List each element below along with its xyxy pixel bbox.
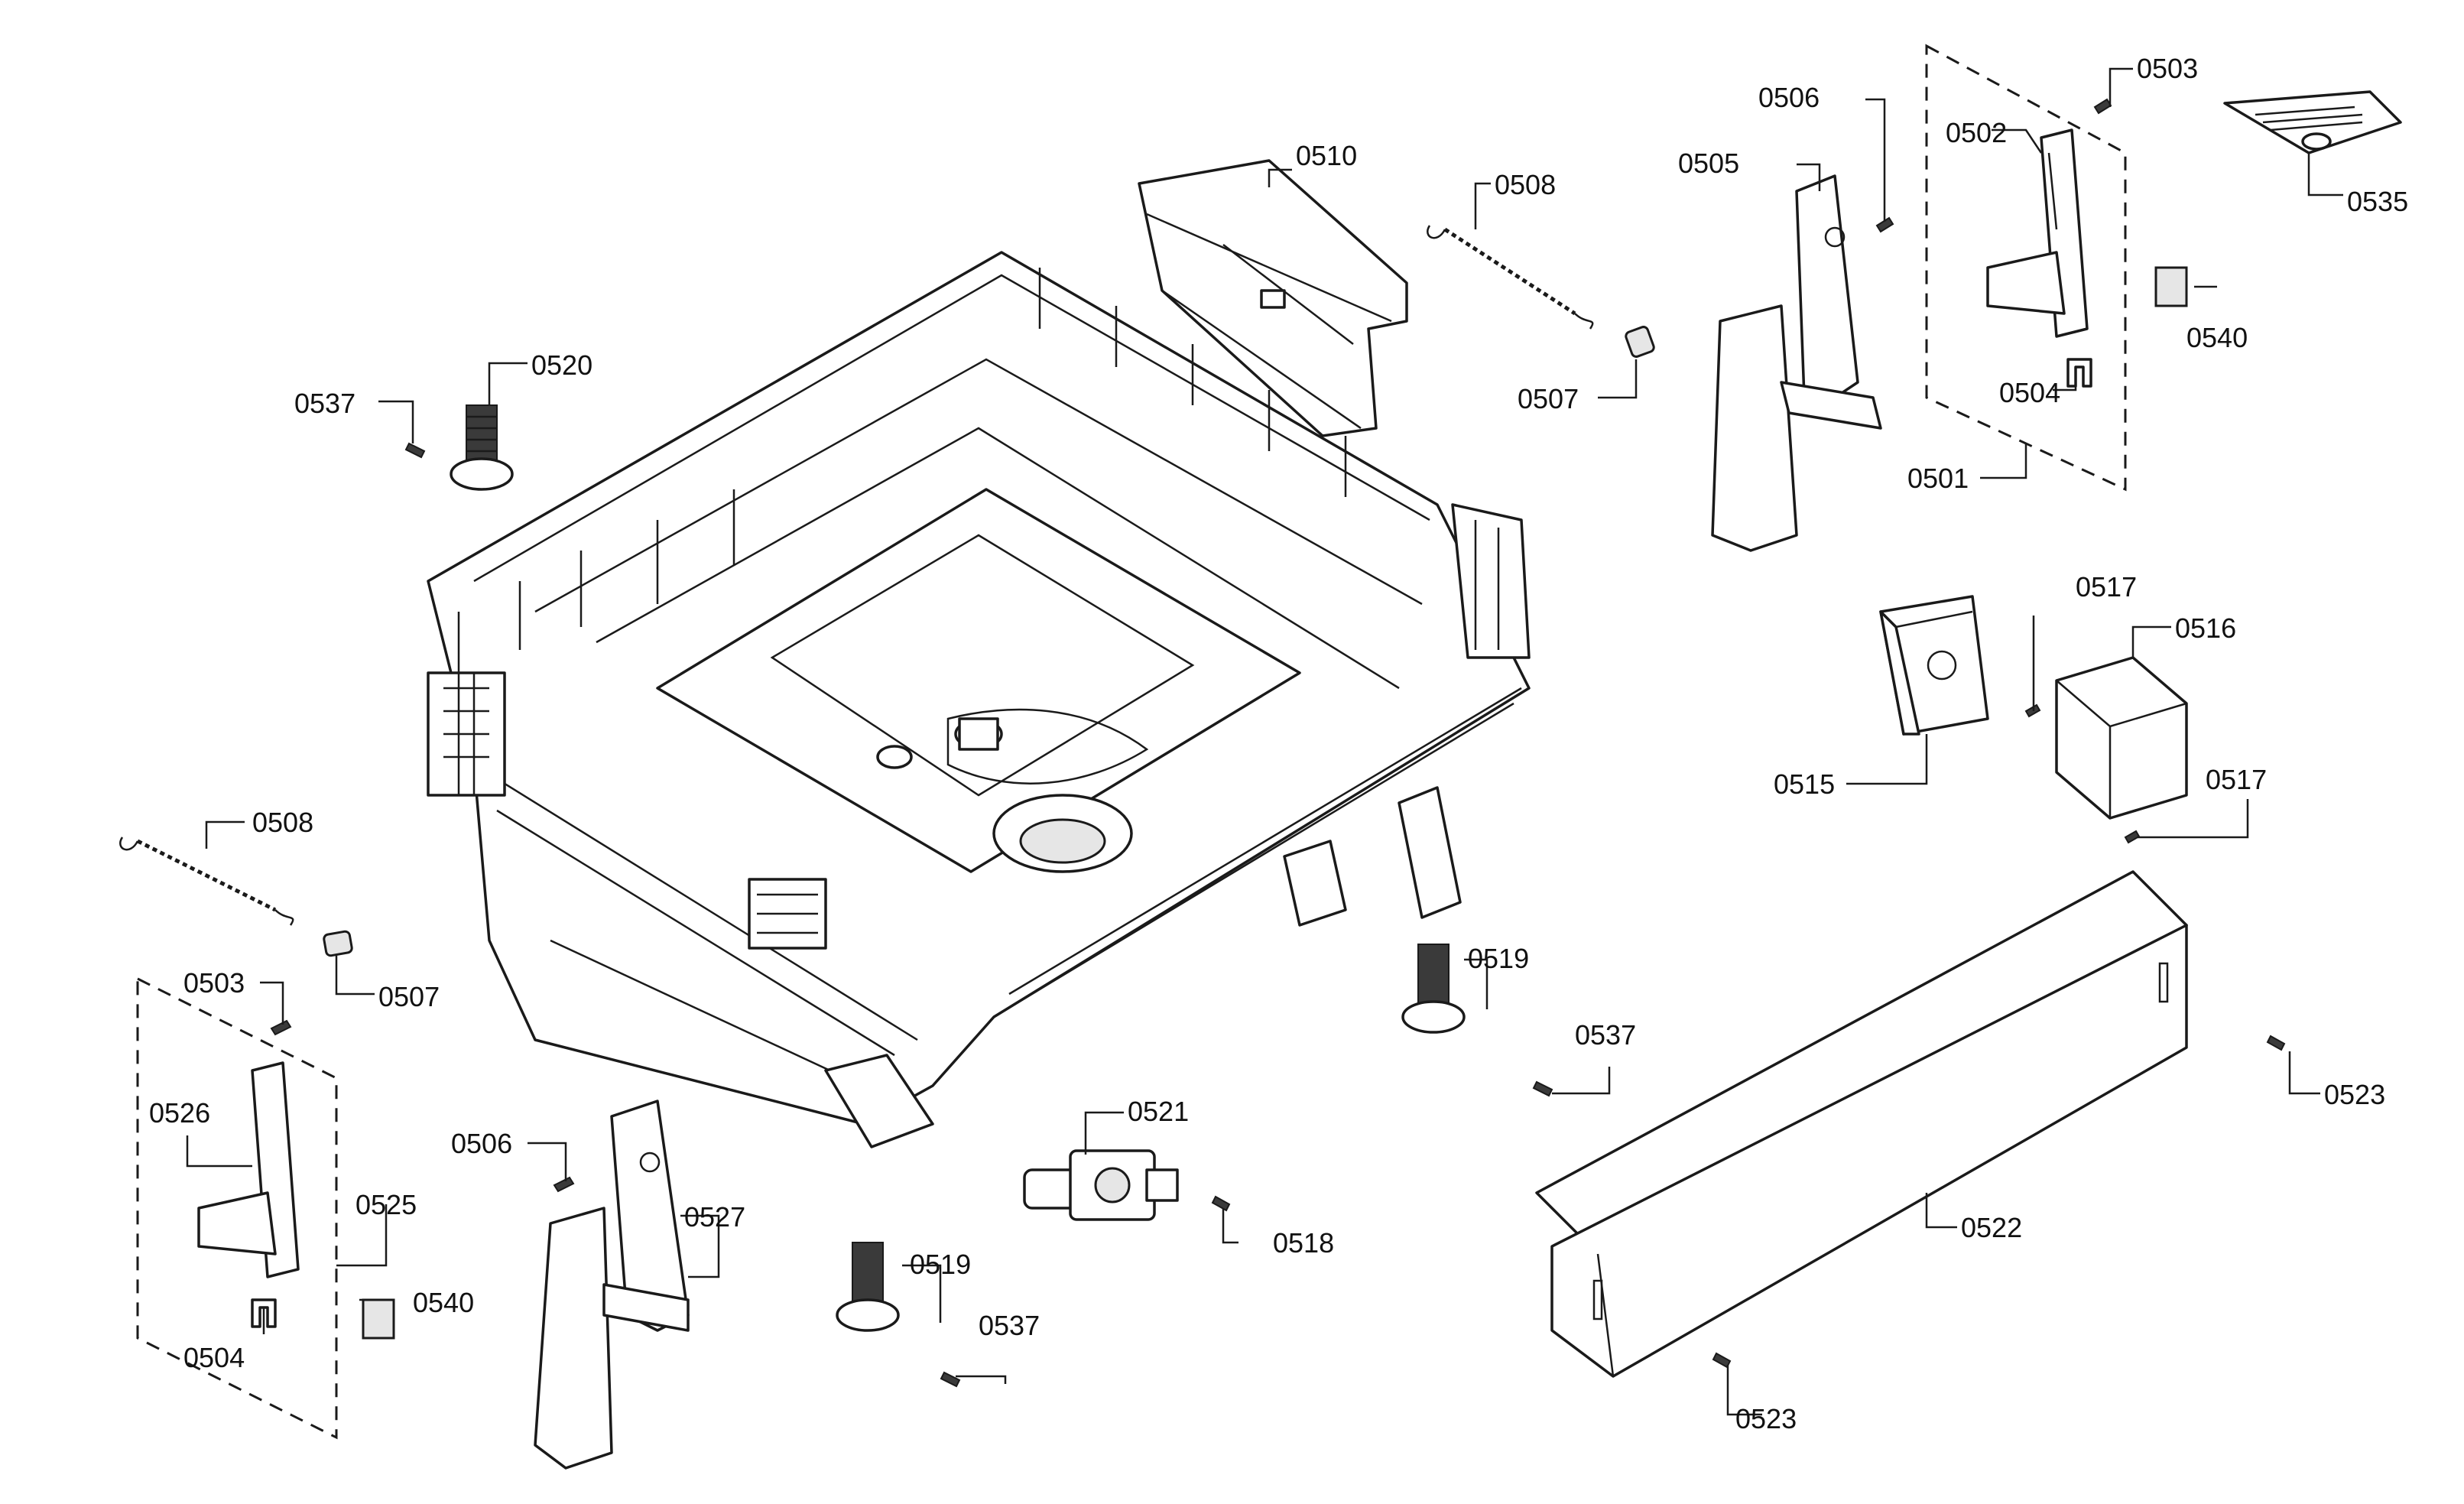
label-0518: 0518 <box>1273 1227 1334 1259</box>
label-0519-bot: 0519 <box>910 1249 971 1280</box>
spring-0508-top <box>1427 225 1594 330</box>
label-0525: 0525 <box>355 1189 417 1220</box>
part-0540-left <box>362 1298 395 1340</box>
label-0517-a: 0517 <box>2076 571 2137 603</box>
label-0517-b: 0517 <box>2206 764 2267 795</box>
label-0537-mid: 0537 <box>1575 1019 1636 1051</box>
base-assembly <box>427 251 1531 1148</box>
label-0506-left: 0506 <box>451 1128 512 1159</box>
label-0535: 0535 <box>2347 186 2408 217</box>
hinge-group-0501-outline <box>1925 44 2127 492</box>
label-0520: 0520 <box>531 349 592 381</box>
part-0507-left <box>323 930 353 957</box>
label-0516: 0516 <box>2175 612 2236 644</box>
label-0515: 0515 <box>1774 768 1835 800</box>
part-0520 <box>450 404 514 491</box>
part-0522 <box>1535 870 2188 1378</box>
spring-0508-left <box>119 836 294 926</box>
label-0527: 0527 <box>684 1201 745 1233</box>
part-0516 <box>2055 656 2188 820</box>
label-0507-top: 0507 <box>1518 383 1579 414</box>
part-0521 <box>1023 1149 1179 1221</box>
leader-lines <box>186 67 2343 1416</box>
label-0504-top: 0504 <box>1999 377 2060 408</box>
label-0507-left: 0507 <box>378 981 440 1012</box>
part-0507-top <box>1625 326 1655 358</box>
label-0508-top: 0508 <box>1495 169 1556 200</box>
part-0519-mid <box>1401 944 1466 1034</box>
label-0501: 0501 <box>1907 463 1969 494</box>
hinge-group-0525-outline <box>136 976 338 1440</box>
screws <box>270 98 2286 1388</box>
part-0519-bot <box>836 1242 900 1332</box>
part-labels: 0510 0508 0506 0503 0502 0505 0535 0540 … <box>149 53 2408 1434</box>
label-0506-top: 0506 <box>1758 82 1820 113</box>
label-0519-mid: 0519 <box>1468 943 1529 974</box>
label-0502: 0502 <box>1946 117 2007 148</box>
label-0505: 0505 <box>1678 148 1739 179</box>
label-0508-left: 0508 <box>252 807 313 838</box>
part-0505 <box>1711 174 1882 552</box>
label-0537-top: 0537 <box>294 388 355 419</box>
part-0526 <box>197 1061 300 1278</box>
label-0510: 0510 <box>1296 140 1357 171</box>
part-0510 <box>1138 159 1408 437</box>
label-0503-left: 0503 <box>183 967 245 999</box>
label-0503-top: 0503 <box>2137 53 2198 84</box>
label-0521: 0521 <box>1128 1096 1189 1127</box>
part-0527 <box>534 1100 690 1470</box>
label-0522: 0522 <box>1961 1212 2022 1243</box>
part-0540-top <box>2154 266 2188 307</box>
part-0504-top <box>2066 358 2092 388</box>
label-0504-left: 0504 <box>183 1342 245 1373</box>
part-0515 <box>1879 595 1989 736</box>
part-0535 <box>2223 90 2402 154</box>
label-0523-right: 0523 <box>2324 1079 2385 1110</box>
label-0537-bot: 0537 <box>979 1310 1040 1341</box>
part-0502 <box>1986 128 2089 338</box>
part-0504-left <box>251 1298 277 1328</box>
label-0526: 0526 <box>149 1097 210 1129</box>
label-0540-top: 0540 <box>2186 322 2248 353</box>
label-0523-bot: 0523 <box>1735 1403 1797 1434</box>
label-0540-left: 0540 <box>413 1287 474 1318</box>
